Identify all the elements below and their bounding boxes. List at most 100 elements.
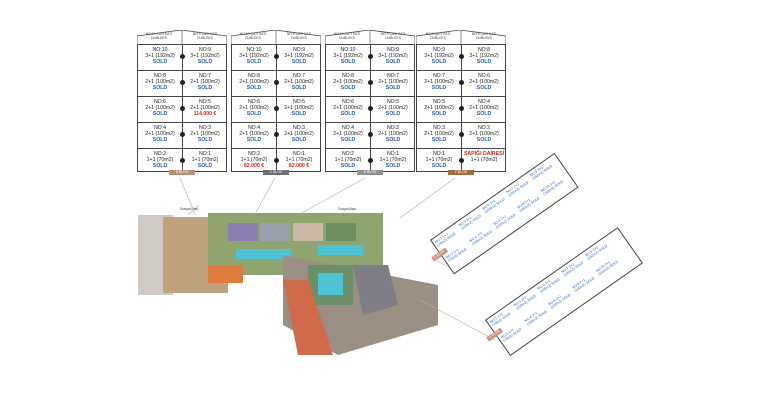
stair-icon: [368, 80, 373, 85]
rotated-unit[interactable]: NO:8 2+1 (100m2) SOLD: [571, 276, 596, 293]
unit-type: 2+1 (100m2): [333, 131, 363, 138]
unit-number: NO:2: [477, 125, 491, 131]
rotated-unit[interactable]: NO:10 3+1 (192m2) SOLD: [540, 179, 564, 197]
site-plan: [138, 205, 438, 355]
unit-number: NO:6: [247, 99, 261, 105]
unit-number: NO:9: [198, 47, 212, 53]
rotated-unit[interactable]: NO:8 2+1 (100m2) SOLD: [516, 196, 541, 213]
unit-type: 2+1 (100m2): [145, 131, 175, 138]
unit-type: 2+1 (100m2): [333, 105, 363, 112]
unit-number: NO:8: [153, 73, 167, 79]
unit-number: NO:2: [247, 151, 261, 157]
rotated-unit[interactable]: NO:2 1+1 (70m2) SOLD: [500, 327, 523, 343]
stair-icon: [274, 158, 279, 163]
block-d-roof[interactable]: [293, 223, 323, 241]
courtyard-pool: [318, 273, 343, 295]
unit-number: NO:9: [432, 47, 446, 53]
unit-number: SAPIĞI DAİRESİ: [463, 151, 505, 157]
rotated-unit[interactable]: NO:4 2+1 (100m2) SOLD: [468, 229, 493, 247]
block-f-roof[interactable]: [283, 280, 333, 355]
stair-icon: [368, 158, 373, 163]
unit-number: NO:1: [292, 151, 306, 157]
unit-status: SOLD: [385, 111, 401, 118]
unit-number: NO:7: [432, 73, 446, 79]
block-tag: C BLOK: [263, 170, 289, 175]
unit-number: NO:3: [386, 125, 400, 131]
unit-number: NO:4: [341, 125, 355, 131]
rotated-unit[interactable]: NO:10 3+1 (192m2) SOLD: [595, 259, 619, 277]
rotated-unit[interactable]: NO:6 2+1 (100m2) SOLD: [492, 212, 517, 230]
roof-outline: [416, 30, 506, 44]
unit-number: NO:2: [153, 151, 167, 157]
stair-icon: [180, 132, 185, 137]
block-b-roof[interactable]: [228, 223, 258, 241]
block-orange[interactable]: [208, 265, 243, 283]
unit-type: 1+1 (70m2): [425, 157, 453, 164]
unit-type: 3+1 (192m2): [469, 53, 499, 60]
unit-status: SOLD: [431, 59, 447, 66]
block-card-1: NO:10 ÇATI KATI DUBLEKS NO:9 ÇATI KATI D…: [231, 30, 321, 175]
unit-type: 2+1 (100m2): [190, 79, 220, 86]
block-c-roof[interactable]: [260, 223, 290, 241]
rotated-unit[interactable]: NO:4 2+1 (100m2) SOLD: [523, 309, 548, 327]
block-g-roof[interactable]: [353, 265, 398, 315]
unit-number: NO:2: [341, 151, 355, 157]
unit-type: 2+1 (100m2): [378, 131, 408, 138]
unit-status: 82.000 €: [288, 163, 310, 170]
unit-number: NO:10: [340, 47, 356, 53]
rotated-unit[interactable]: NO:6 2+1 (100m2) SOLD: [547, 292, 572, 310]
rotated-unit[interactable]: NO:2 1+1 (70m2) SOLD: [445, 247, 468, 263]
unit-status: SOLD: [431, 85, 447, 92]
block-e-roof[interactable]: [326, 223, 356, 241]
